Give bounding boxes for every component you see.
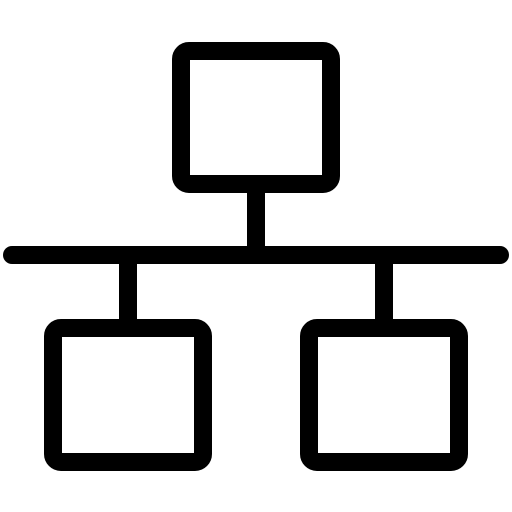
right-node-box (300, 319, 468, 471)
left-node-box (44, 319, 212, 471)
top-node-box (172, 42, 340, 193)
